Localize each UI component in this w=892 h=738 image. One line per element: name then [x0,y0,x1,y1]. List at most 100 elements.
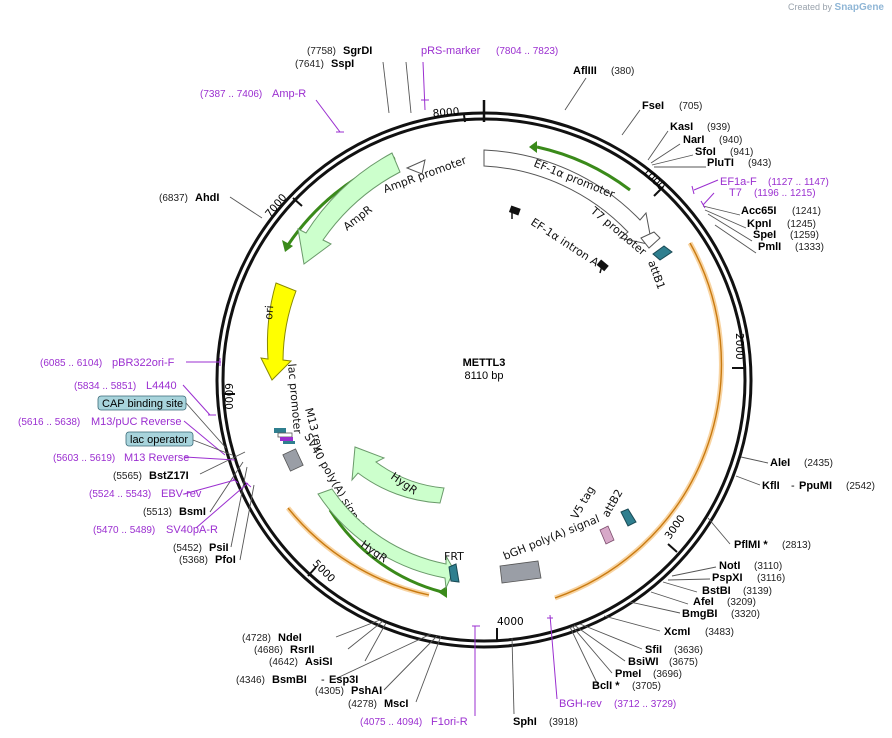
site-bmgbi-name: BmgBI [682,608,717,620]
tick-label-6000: 6000 [222,383,234,410]
tick-8000 [463,114,466,123]
site-plutI-pos: (943) [748,158,771,169]
site-acc65i-name: Acc65I [741,205,776,217]
lac-promoter-label: lac promoter [285,363,304,435]
site-spei-pos: (1259) [790,230,819,241]
tick-label-5000: 5000 [310,558,337,585]
site-bsiwi-name: BsiWI [628,656,659,668]
site-bsiwi-pos: (3675) [669,657,698,668]
green-bar-hygr [328,509,443,594]
ori-label: ori [262,305,276,320]
bgh-polya-box [499,560,542,584]
primer-t7-pos: (1196 .. 1215) [754,188,816,199]
site-ndei-name: NdeI [278,632,302,644]
primer-f1ori-name: F1ori-R [431,716,468,728]
site-ndei-pos: (4728) [242,633,271,644]
primer-ampr-pos: (7387 .. 7406) [200,89,262,100]
site-sphi-name: SphI [513,716,537,728]
tick-label-2000: 2000 [733,333,745,360]
cap-binding-leader [185,402,227,449]
site-bstbi-name: BstBI [702,585,731,597]
lac-operator-leader [192,439,233,456]
site-pmei-pos: (3696) [653,669,682,680]
ef1a-intron-marker-start [508,205,521,216]
lac-operator-label: lac operator [130,434,188,446]
site-pfoi-pos: (5368) [179,555,208,566]
ampr-promoter-arrow [405,159,426,175]
site-afliii-name: AflIII [573,65,597,77]
leader-lines [199,61,769,715]
orange-arc-right [554,241,724,601]
site-asisi-pos: (4642) [269,657,298,668]
site-afei-pos: (3209) [727,597,756,608]
attb1-arrow [652,245,673,261]
site-sspi-pos: (7641) [295,59,324,70]
site-pshai-name: PshAI [351,685,382,697]
hygr-arrow-2 [317,488,455,590]
tick-1000 [653,186,664,197]
site-bcli-pos: (3705) [632,681,661,692]
ef1a-promoter-arrow [483,149,653,246]
primer-ef1af-pos: (1127 .. 1147) [768,177,829,188]
site-sspi-name: SspI [331,58,354,70]
primer-pbr322-name: pBR322ori-F [112,357,175,369]
primer-prs-marker-pos: (7804 .. 7823) [496,46,558,57]
site-sfoi-pos: (941) [730,147,753,158]
site-bmgbi-pos: (3320) [731,609,760,620]
site-pflmi-name: PflMI * [734,539,768,551]
tick-label-4000: 4000 [497,616,524,628]
primer-m13r-pos: (5603 .. 5619) [53,453,115,464]
tick-7000 [292,197,303,207]
attb1-label: attB1 [645,259,667,292]
site-ppumi-name: PpuMI [799,480,832,492]
tick-label-8000: 8000 [432,106,460,120]
site-sfii-pos: (3636) [674,645,703,656]
site-psii-pos: (5452) [173,543,202,554]
site-bstbi-pos: (3139) [743,586,772,597]
cap-binding-site-label: CAP binding site [102,398,183,410]
site-kpni-name: KpnI [747,218,771,230]
site-pspxi-name: PspXI [712,572,743,584]
site-sgrdi-name: SgrDI [343,45,372,57]
lac-feature-purple [280,437,293,441]
primer-prs-marker-name: pRS-marker [421,45,481,57]
primer-t7-name: T7 [729,187,742,199]
site-ahdi-name: AhdI [195,192,219,204]
site-nari-name: NarI [683,134,704,146]
ef1a-intron-tick-end [599,261,604,274]
site-afliii-pos: (380) [611,66,634,77]
site-rsrii-name: RsrII [290,644,314,656]
primer-m13puc-name: M13/pUC Reverse [91,416,181,428]
ef1a-promoter-label: EF-1α promoter [532,157,617,201]
brand-created-by: Created by [787,2,833,12]
site-noti-name: NotI [719,560,740,572]
primer-pbr322-pos: (6085 .. 6104) [40,358,102,369]
primer-ebvrev-pos: (5524 .. 5543) [89,489,151,500]
green-bar-ampr-head [282,240,293,252]
tick-5000 [307,566,317,577]
site-xcmi-name: XcmI [664,626,690,638]
primer-ebvrev-name: EBV-rev [161,488,202,500]
primer-sv40pa-pos: (5470 .. 5489) [93,525,155,536]
site-sphi-pos: (3918) [549,717,578,728]
site-fsei-pos: (705) [679,101,702,112]
primer-bghrev-pos: (3712 .. 3729) [614,699,676,710]
bgh-polya-label: bGH poly(A) signal [501,512,601,563]
site-bsmi-name: BsmI [179,506,206,518]
frt-label: FRT [444,550,464,563]
site-kfli-dash: - [791,480,795,492]
site-pmei-name: PmeI [615,668,641,680]
v5-tag-box [599,525,615,545]
sv40-polya-box [282,448,304,472]
primer-l4440-name: L4440 [146,380,177,392]
tick-3000 [667,543,678,553]
site-kfli-name: KflI [762,480,780,492]
plasmid-size: 8110 bp [465,370,504,382]
site-plutI-name: PluTI [707,157,734,169]
attb2-arrow [620,508,637,527]
site-alei-pos: (2435) [804,458,833,469]
primer-sv40pa-name: SV40pA-R [166,524,218,536]
snapgene-brand: Created by SnapGene [788,2,884,13]
site-bsmbi-dash: - [321,674,325,686]
